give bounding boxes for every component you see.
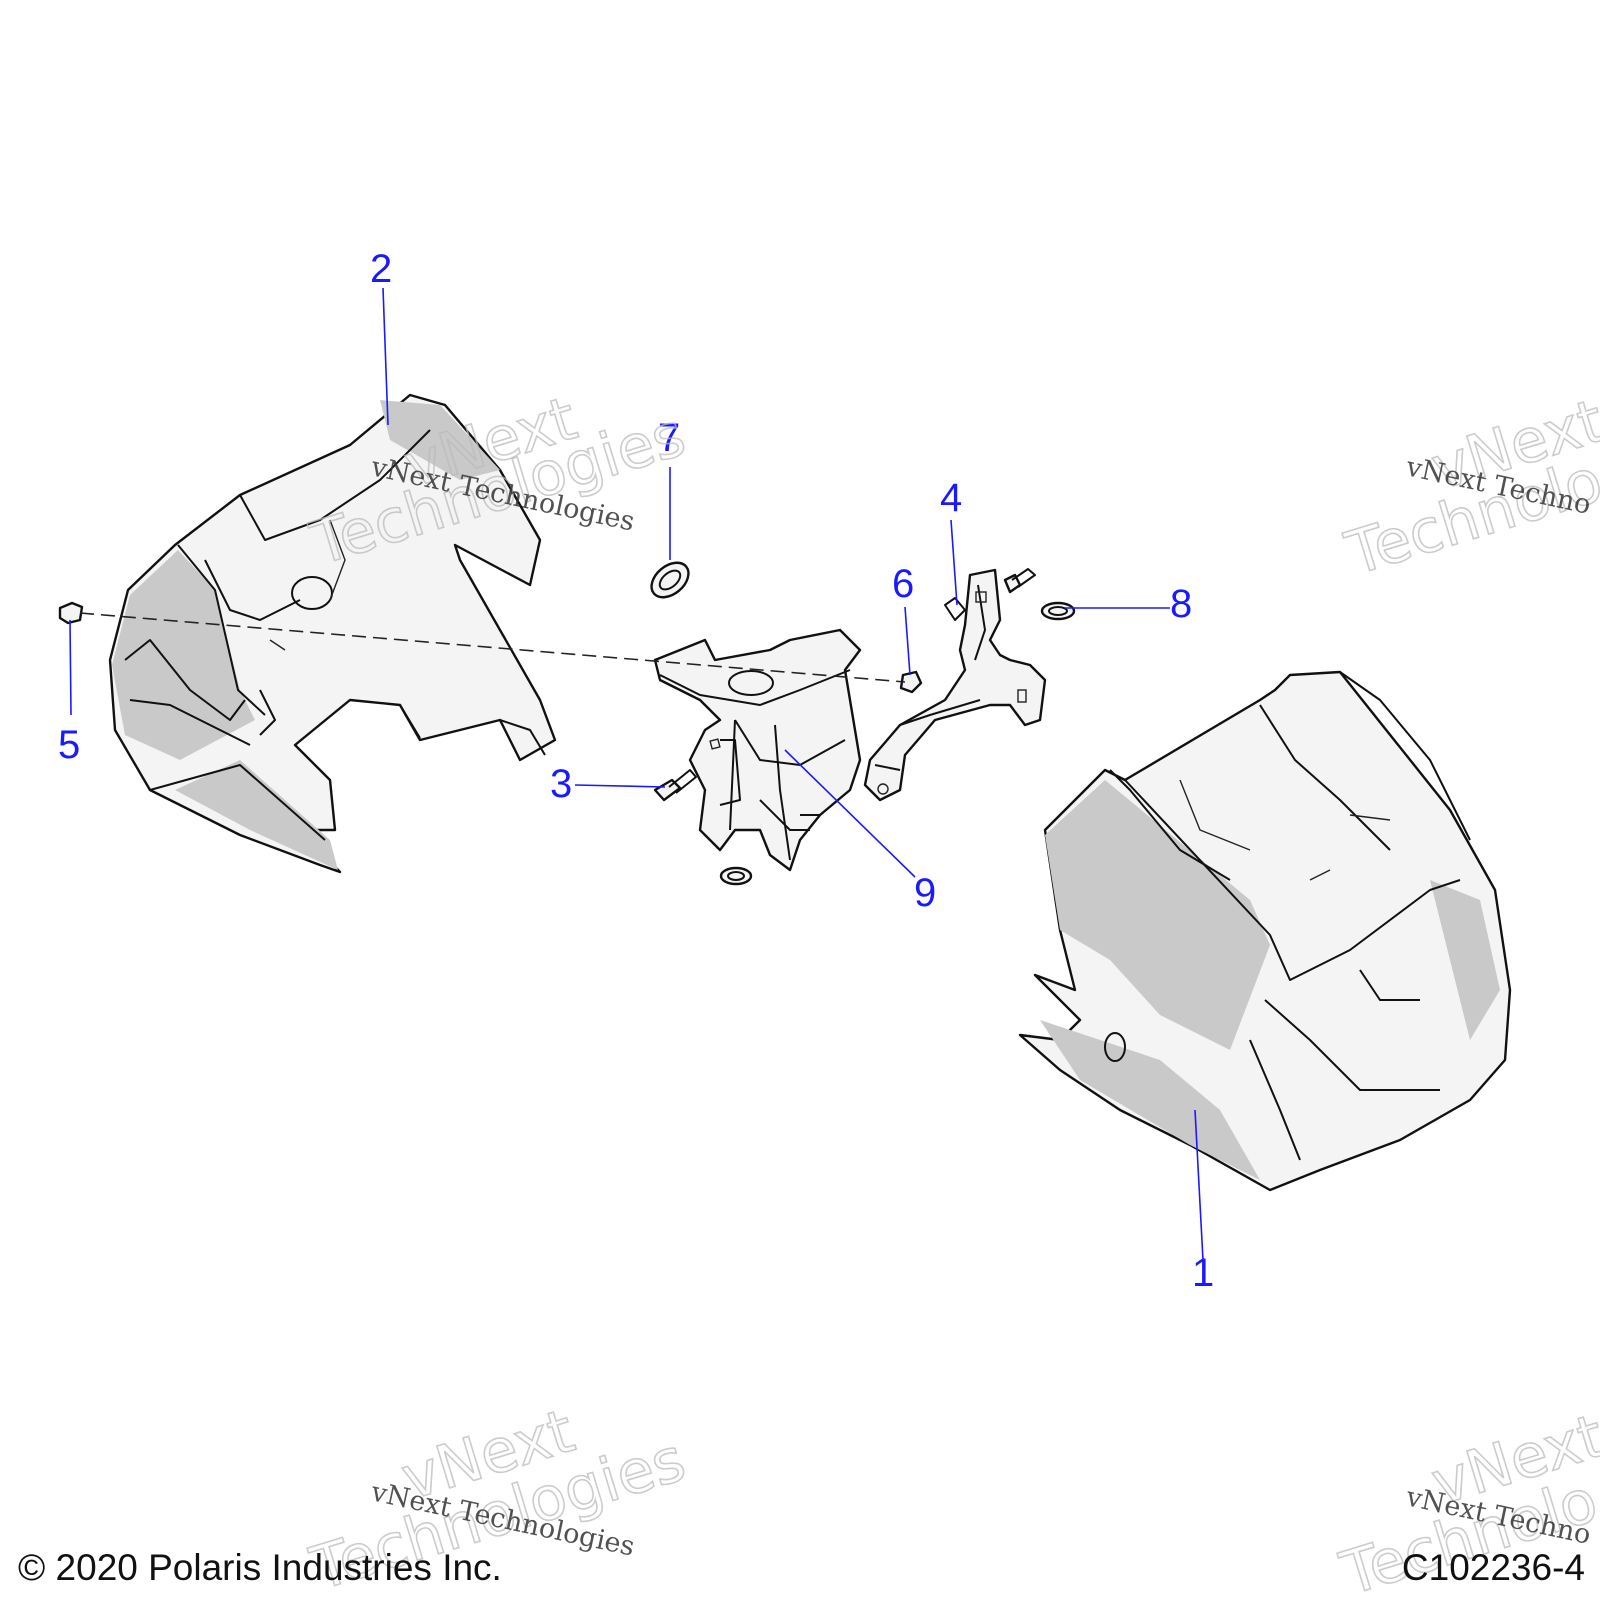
callout-5: 5: [58, 723, 80, 767]
callout-2: 2: [370, 247, 392, 291]
part-9-mounting-bracket: [653, 628, 862, 872]
callout-3: 3: [550, 762, 572, 806]
callout-7: 7: [658, 416, 680, 460]
part-3-bolt: [653, 769, 697, 802]
callout-1: 1: [1192, 1251, 1214, 1295]
top-bolt: [1003, 568, 1036, 594]
watermark-top-right: vNext Technolo vNext Techno: [1337, 385, 1600, 590]
part-7-washer: [650, 561, 690, 599]
part-5-screw: [58, 601, 84, 625]
leader-lines: [69, 287, 1204, 1261]
part-4-bracket-arm: [863, 568, 1047, 802]
callout-9: 9: [914, 871, 936, 915]
assembly-centerline: [79, 612, 906, 683]
drawing-number: C102236-4: [1402, 1547, 1585, 1588]
callout-8: 8: [1170, 582, 1192, 626]
copyright-notice: © 2020 Polaris Industries Inc.: [18, 1547, 502, 1588]
part-8-washer: [1040, 601, 1076, 621]
part-1-front-fairing: [1018, 670, 1512, 1192]
callout-4: 4: [940, 476, 962, 520]
part-6-nut: [899, 670, 923, 694]
callout-6: 6: [892, 562, 914, 606]
bottom-washer: [719, 866, 753, 886]
